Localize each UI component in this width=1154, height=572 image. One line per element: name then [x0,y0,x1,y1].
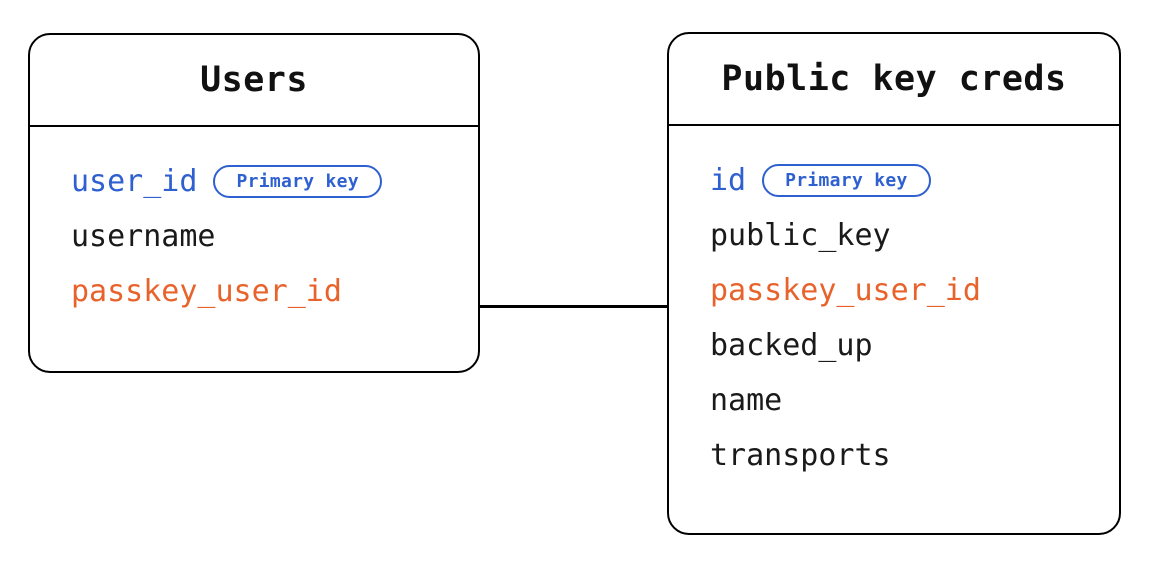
entity-public-key-creds-header: Public key creds [669,34,1119,126]
field-name-username: username [71,218,216,254]
entity-public-key-creds[interactable]: Public key creds id Primary key public_k… [667,32,1121,535]
field-row[interactable]: public_key [710,208,1119,263]
entity-users-header: Users [30,35,478,127]
field-row[interactable]: transports [710,428,1119,483]
field-row[interactable]: passkey_user_id [710,263,1119,318]
field-row[interactable]: backed_up [710,318,1119,373]
field-row[interactable]: passkey_user_id [71,264,478,319]
field-name-user-id: user_id [71,163,198,199]
field-name-backed-up: backed_up [710,327,873,363]
relationship-connector-line [478,305,669,308]
field-name-passkey-user-id: passkey_user_id [71,273,342,309]
primary-key-badge: Primary key [762,164,931,197]
primary-key-badge: Primary key [213,165,382,198]
primary-key-badge-label: Primary key [785,169,908,191]
entity-users-title: Users [200,60,308,100]
field-row[interactable]: name [710,373,1119,428]
entity-public-key-creds-field-list: id Primary key public_key passkey_user_i… [669,126,1119,483]
entity-users-field-list: user_id Primary key username passkey_use… [30,127,478,319]
field-name-id: id [710,162,747,198]
field-name-public-key: public_key [710,217,891,253]
field-name-transports: transports [710,437,891,473]
field-name-name: name [710,382,783,418]
primary-key-badge-label: Primary key [236,170,359,192]
entity-public-key-creds-title: Public key creds [721,59,1067,99]
field-row[interactable]: username [71,209,478,264]
field-row[interactable]: user_id Primary key [71,154,478,209]
field-name-passkey-user-id: passkey_user_id [710,272,981,308]
field-row[interactable]: id Primary key [710,153,1119,208]
entity-users[interactable]: Users user_id Primary key username passk… [28,33,480,373]
